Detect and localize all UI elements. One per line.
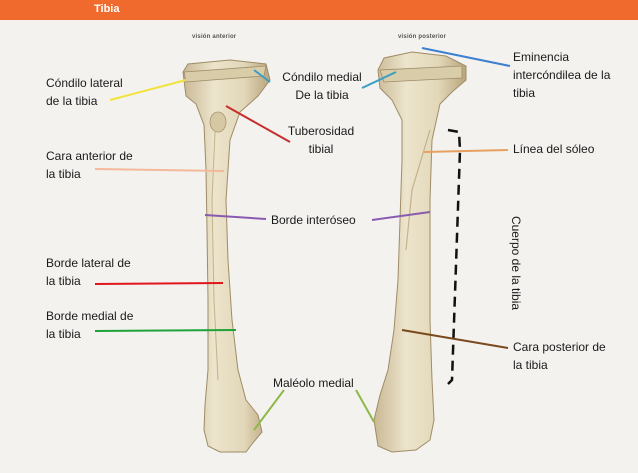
cara-posterior-leader	[401, 329, 509, 349]
condilo-medial-leader	[253, 69, 271, 83]
anterior-tibia-bone	[182, 59, 271, 453]
label-eminencia: Eminencia intercóndilea de la tibia	[513, 50, 611, 100]
label-borde-interoseo: Borde interóseo	[271, 213, 356, 227]
label-tuberosidad: Tuberosidad tibial	[287, 124, 355, 156]
condilo-lateral-leader	[109, 79, 187, 101]
borde-lateral-leader	[94, 282, 224, 285]
borde-medial-leader	[94, 329, 237, 332]
borde-interoseo-leader-1	[204, 214, 267, 220]
header-title: Tibia	[94, 3, 120, 15]
label-maleolo-medial: Maléolo medial	[273, 376, 354, 390]
label-condilo-lateral: Cóndilo lateral de la tibia	[46, 76, 123, 108]
borde-interoseo-leader-2	[371, 211, 431, 221]
maleolo-leader-2	[355, 389, 375, 423]
view-caption-posterior: visión posterior	[398, 34, 447, 40]
header-bar: Tibia	[0, 0, 638, 20]
diagram-panel	[0, 20, 638, 473]
tuberosidad-leader	[225, 105, 291, 143]
cuerpo-bracket	[447, 128, 462, 385]
label-borde-medial: Borde medial de la tibia	[46, 309, 134, 341]
linea-soleo-leader	[423, 149, 509, 153]
view-caption-anterior: visión anterior	[192, 34, 237, 40]
label-cara-posterior: Cara posterior de la tibia	[513, 340, 606, 372]
label-borde-lateral: Borde lateral de la tibia	[46, 256, 131, 288]
condilo-medial-leader-2	[361, 71, 397, 89]
label-linea-soleo: Línea del sóleo	[513, 142, 595, 156]
eminencia-leader	[421, 47, 511, 67]
label-cuerpo-tibia: Cuerpo de la tibia	[509, 215, 523, 311]
cara-anterior-leader	[94, 168, 225, 172]
label-cara-anterior: Cara anterior de la tibia	[46, 149, 133, 181]
label-condilo-medial: Cóndilo medial De la tibia	[282, 70, 362, 102]
posterior-tibia-bone	[373, 51, 467, 453]
maleolo-leader-1	[253, 389, 285, 431]
